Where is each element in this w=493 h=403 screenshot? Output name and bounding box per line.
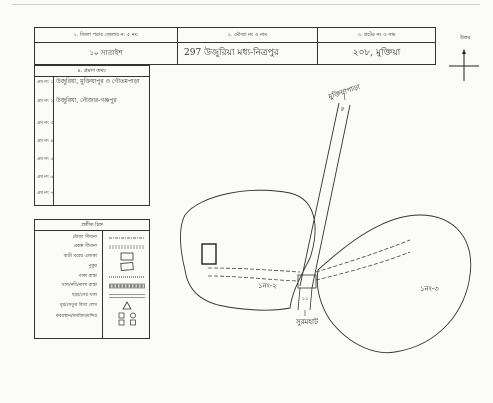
- legend-symbol-double-dash: [109, 245, 145, 249]
- info-row-label: প্রম নং ৬: [37, 175, 54, 180]
- info-row-label: প্রম নং ২: [37, 99, 54, 104]
- map-label-area-right: ১নং-৩: [420, 285, 439, 293]
- header-title-row: ১. জিলা পরার জেলার ন: ৫ নং: ২. মৌজা নং ও…: [35, 28, 435, 43]
- info-panel-title: ৪. প্রমাণ তথ্য:: [35, 66, 149, 77]
- info-row: প্রম নং ১ উজুরিয়া, মুক্তিয়াপুর ও গৌতমপ…: [35, 77, 149, 92]
- legend-item-label: পাকা রাস্তা: [78, 274, 97, 279]
- header-table: ১. জিলা পরার জেলার ন: ৫ নং: ২. মৌজা নং ও…: [34, 27, 436, 65]
- boundary-dashed-west: [207, 267, 301, 273]
- info-row-label: প্রম নং ৫: [37, 157, 54, 162]
- legend-item: মৌজা সীমানা: [35, 233, 149, 242]
- info-row: প্রম নং ৪: [35, 136, 149, 151]
- top-rule: [12, 4, 480, 5]
- legend-item: কবরস্থান/মসজিদ/মন্দির: [35, 312, 149, 326]
- legend-panel: প্রতীক চিহ্ন মৌজা সীমানা প্রকল্প সীমানা …: [34, 219, 150, 339]
- info-panel-divider: [53, 76, 54, 206]
- boundary-dashed-west-b: [207, 275, 299, 282]
- legend-symbol-pond: [120, 262, 134, 271]
- building-rect: [201, 243, 217, 265]
- info-row: প্রম নং ৬: [35, 172, 149, 187]
- label-leader-top: [343, 92, 346, 101]
- legend-item: পাকা রাস্তা: [35, 272, 149, 281]
- compass-north-label: উত্তর: [460, 35, 471, 41]
- header-col1-title: ১. জিলা পরার জেলার ন: ৫ নং:: [35, 28, 178, 42]
- map-label-road-p: P: [341, 107, 345, 113]
- legend-item-label: মূর/সেতুর বিদ্যা লেখ: [60, 303, 97, 308]
- road-south-line-a: [297, 287, 301, 311]
- info-row-label: প্রম নং ৭: [37, 191, 54, 196]
- info-panel: ৪. প্রমাণ তথ্য: প্রম নং ১ উজুরিয়া, মুক্…: [34, 65, 150, 206]
- road-north-line-a: [299, 102, 340, 287]
- header-col3-value: ২০৮, মুক্তিয়া: [352, 48, 401, 58]
- boundary-dashed-east: [315, 239, 411, 273]
- map-label-bottom-sub: ১১: [302, 296, 309, 302]
- legend-item: ছড়া/সেচ খাল: [35, 291, 149, 300]
- header-col3-title: ৩. প্লটের নং ও নাম: [357, 32, 396, 38]
- legend-item-label: কবরস্থান/মসজিদ/মন্দির: [55, 314, 97, 319]
- info-row-value: উজুরিয়া, মুক্তিয়াপুর ও গৌতমপাড়া: [56, 78, 140, 85]
- info-row: প্রম নং ৩: [35, 118, 149, 133]
- legend-symbol-triangle: [122, 301, 132, 310]
- legend-item: বাড়ী ঘরের এলাকা: [35, 252, 149, 261]
- info-row-label: প্রম নং ১: [37, 80, 54, 85]
- info-row: প্রম নং ৫: [35, 154, 149, 169]
- map-label-area-left: ১নং-২: [258, 282, 277, 290]
- legend-symbol-rectangle: [120, 252, 134, 261]
- road-north-line-b: [311, 104, 351, 289]
- legend-symbol-double-line: [109, 294, 145, 298]
- legend-item: মূর/সেতুর বিদ্যা লেখ: [35, 301, 149, 310]
- info-row-label: প্রম নং ৪: [37, 139, 54, 144]
- header-col2-value: 297 উজুরিয়া মধ্য-নিত্রপুর: [178, 42, 318, 64]
- legend-title: প্রতীক চিহ্ন: [35, 220, 149, 231]
- legend-item-label: ছড়া/সেচ খাল: [71, 293, 97, 298]
- legend-item: খাল/নদী/নালা রাস্তা: [35, 281, 149, 290]
- road-south-line-b: [309, 287, 313, 311]
- compass-cross-icon: [449, 49, 479, 81]
- parcel-left-boundary: [180, 189, 316, 311]
- header-col2-title: ২. মৌজা নং ও নাম: [178, 28, 318, 42]
- legend-divider: [102, 230, 103, 339]
- legend-item: প্রকল্প সীমানা: [35, 242, 149, 251]
- legend-item-label: মৌজা সীমানা: [72, 235, 97, 240]
- legend-symbol-grave-temple: [118, 312, 136, 326]
- map-label-bottom: সুরমহাট: [296, 318, 318, 326]
- info-row-value: উজুরিয়া, নৌজার-গঞ্জপুর: [56, 97, 117, 104]
- info-row: প্রম নং ৭: [35, 188, 149, 203]
- legend-item: পুকুর: [35, 262, 149, 271]
- legend-item-label: প্রকল্প সীমানা: [73, 244, 97, 249]
- boundary-dashed-east-b: [315, 251, 411, 281]
- legend-item-label: খাল/নদী/নালা রাস্তা: [61, 283, 97, 288]
- info-row: প্রম নং ২ উজুরিয়া, নৌজার-গঞ্জপুর: [35, 96, 149, 111]
- info-row-label: প্রম নং ৩: [37, 121, 54, 126]
- legend-symbol-hatched: [109, 283, 145, 289]
- legend-symbol-dash-dot: [109, 237, 145, 239]
- road-junction: [297, 274, 317, 289]
- header-col1-value: ১০ সাতাইশ: [35, 42, 178, 64]
- legend-item-label: পুকুর: [88, 264, 97, 269]
- legend-item-label: বাড়ী ঘরের এলাকা: [63, 254, 97, 259]
- parcel-right-boundary: [316, 214, 472, 354]
- legend-symbol-dotted: [109, 276, 145, 278]
- compass: উত্তর: [446, 35, 482, 85]
